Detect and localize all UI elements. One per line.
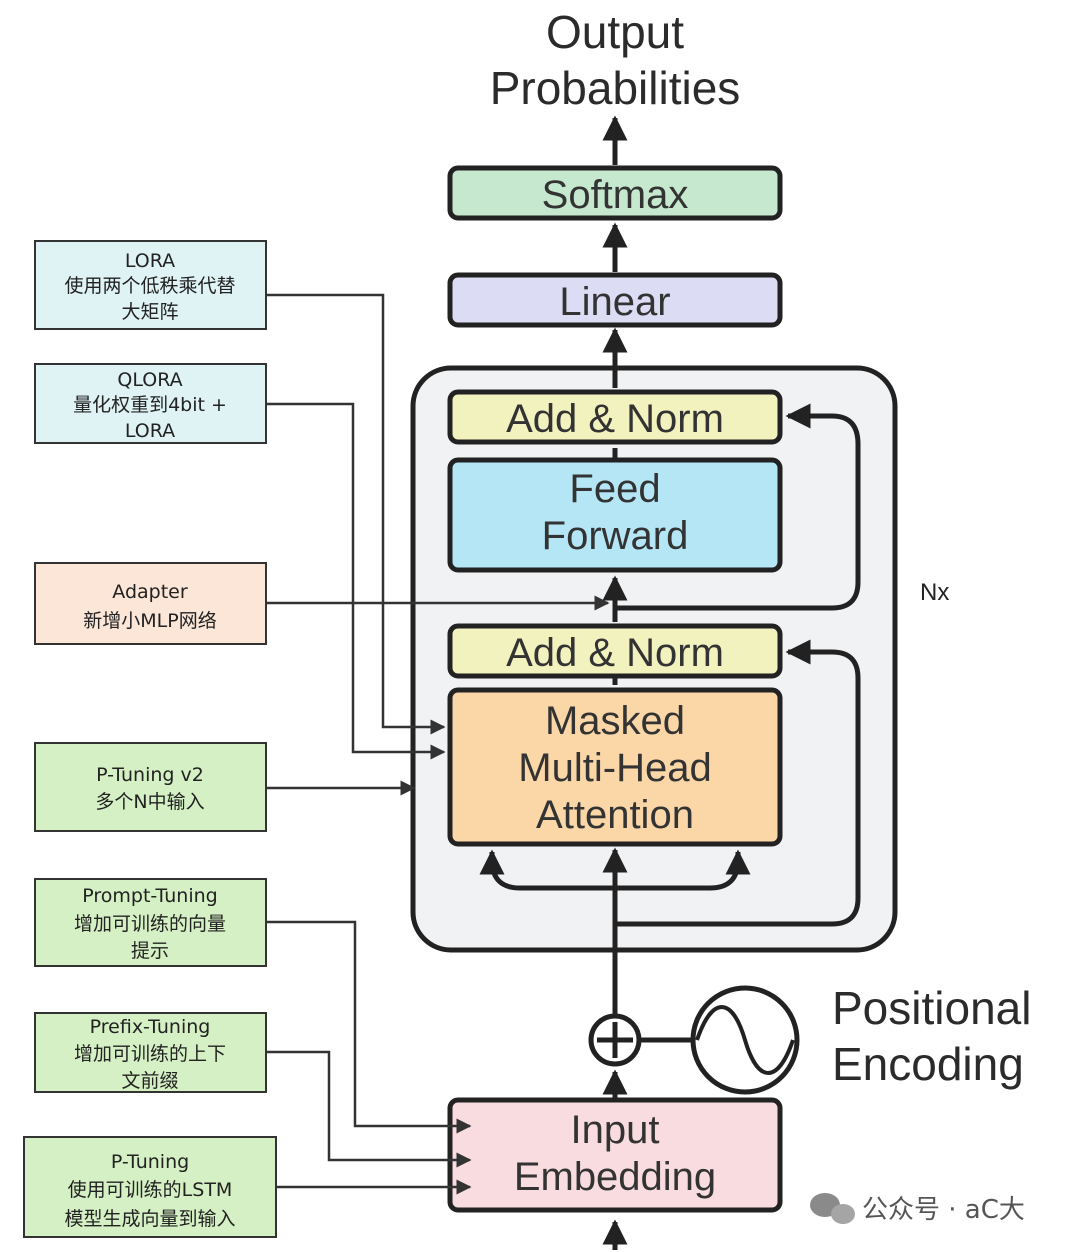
linear-block	[447, 272, 783, 328]
lora-line-1: LORA	[125, 250, 175, 272]
lora-line-3: 大矩阵	[121, 301, 178, 323]
add-norm-top-block	[447, 389, 783, 445]
mmha-line-3: Attention	[536, 793, 694, 837]
prompt-tuning-line-1: Prompt-Tuning	[82, 885, 217, 907]
lora-line-2: 使用两个低秩乘代替	[64, 275, 235, 297]
adapter-line-2: 新增小MLP网络	[83, 610, 216, 632]
qlora-line-1: QLORA	[117, 369, 182, 391]
prompt-tuning-line-2: 增加可训练的向量	[74, 913, 226, 935]
add-norm-bottom-label: Add & Norm	[506, 631, 724, 675]
nx-label: Nx	[920, 579, 949, 606]
input-embedding-block	[447, 1097, 783, 1213]
linear-label: Linear	[559, 280, 670, 324]
annotation-connectors	[266, 293, 610, 1195]
feed-forward-line-1: Feed	[569, 467, 660, 511]
title-line-1: Output	[546, 6, 684, 58]
qlora-line-2: 量化权重到4bit +	[73, 394, 227, 416]
add-circle-icon	[588, 1013, 642, 1067]
ptuning-line-2: 使用可训练的LSTM	[68, 1179, 233, 1201]
masked-multi-head-attention-block	[447, 687, 783, 847]
main-flow-lines	[479, 115, 861, 1250]
annotation-qlora: QLORA 量化权重到4bit + LORA	[34, 363, 267, 444]
annotation-adapter: Adapter 新增小MLP网络	[34, 562, 267, 645]
wechat-icon	[810, 1193, 855, 1224]
add-norm-bottom-block	[447, 623, 783, 679]
ptuning-v2-line-2: 多个N中输入	[95, 791, 204, 813]
annotation-prefix-tuning: Prefix-Tuning 增加可训练的上下 文前缀	[34, 1012, 267, 1093]
feed-forward-line-2: Forward	[542, 514, 689, 558]
softmax-label: Softmax	[542, 173, 689, 217]
ptuning-line-3: 模型生成向量到输入	[64, 1208, 235, 1230]
prefix-tuning-line-2: 增加可训练的上下	[74, 1043, 226, 1065]
positional-encoding-line-2: Encoding	[832, 1038, 1024, 1090]
prefix-tuning-line-3: 文前缀	[121, 1070, 178, 1092]
prefix-tuning-line-1: Prefix-Tuning	[90, 1016, 211, 1038]
sine-wave-icon	[690, 985, 800, 1095]
annotation-ptuning: P-Tuning 使用可训练的LSTM 模型生成向量到输入	[23, 1136, 277, 1238]
positional-encoding-line-1: Positional	[832, 982, 1031, 1034]
watermark-text: 公众号 · aC大	[862, 1195, 1025, 1225]
input-embedding-line-2: Embedding	[514, 1155, 716, 1199]
annotation-ptuning-v2: P-Tuning v2 多个N中输入	[34, 742, 267, 832]
add-norm-top-label: Add & Norm	[506, 397, 724, 441]
annotation-lora: LORA 使用两个低秩乘代替 大矩阵	[34, 240, 267, 330]
qlora-line-3: LORA	[125, 420, 175, 442]
title-line-2: Probabilities	[490, 62, 741, 114]
annotation-prompt-tuning: Prompt-Tuning 增加可训练的向量 提示	[34, 878, 267, 967]
input-embedding-line-1: Input	[571, 1108, 660, 1152]
ptuning-line-1: P-Tuning	[111, 1151, 189, 1173]
feed-forward-block	[447, 457, 783, 573]
mmha-line-1: Masked	[545, 699, 685, 743]
adapter-line-1: Adapter	[112, 581, 188, 603]
softmax-block	[447, 165, 783, 221]
ptuning-v2-line-1: P-Tuning v2	[96, 764, 204, 786]
mmha-line-2: Multi-Head	[518, 746, 711, 790]
prompt-tuning-line-3: 提示	[131, 940, 169, 962]
